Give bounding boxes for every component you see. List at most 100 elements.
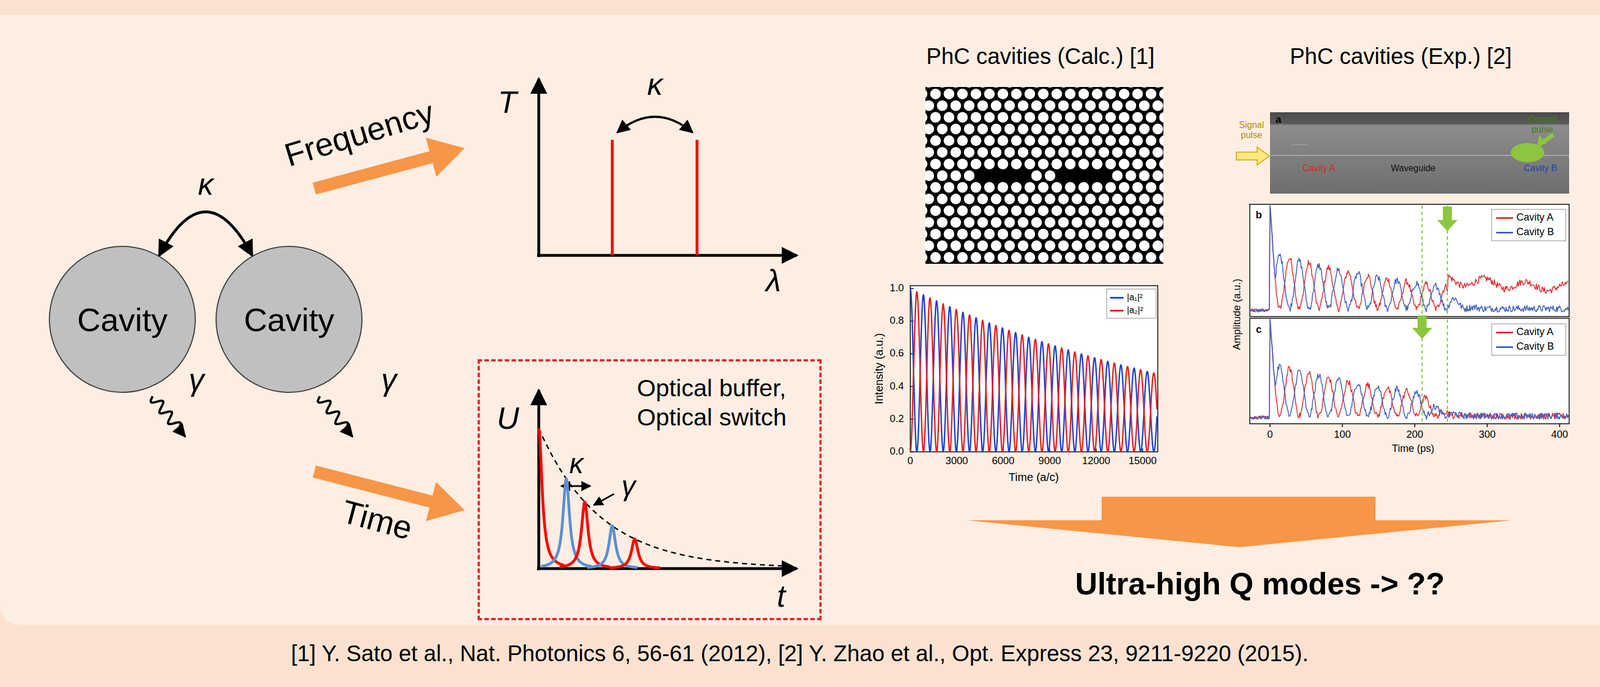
air-hole (950, 147, 962, 158)
air-hole (957, 88, 969, 100)
tick-label: 9000 (1038, 455, 1061, 467)
waveguide-tag: Waveguide (1390, 163, 1436, 174)
air-hole (1119, 135, 1130, 146)
signal-label: Signal pulse (1235, 120, 1268, 140)
legend-frame (1491, 323, 1566, 356)
air-hole (1112, 123, 1123, 135)
air-hole (1085, 240, 1097, 251)
tick-label: 200 (1406, 429, 1424, 441)
air-hole (1065, 158, 1076, 170)
air-hole (1105, 88, 1117, 100)
legend-swatch (1496, 231, 1514, 234)
decay-wiggle (317, 396, 353, 437)
legend-swatch (1110, 296, 1124, 299)
cavity-circle: Cavity (215, 245, 363, 393)
air-hole (925, 112, 928, 123)
control-spot (1510, 143, 1545, 163)
air-hole (943, 181, 955, 193)
air-hole (1159, 228, 1164, 240)
air-hole (1071, 123, 1083, 135)
air-hole (1058, 100, 1070, 112)
air-hole (1098, 217, 1110, 228)
air-hole (957, 251, 969, 263)
air-hole (1145, 112, 1157, 123)
air-hole (1031, 86, 1043, 88)
air-hole (925, 86, 935, 88)
air-hole (1085, 217, 1097, 228)
air-hole (1112, 147, 1123, 158)
air-hole (937, 123, 948, 135)
pulse-peak (559, 501, 611, 567)
legend-swatch (1496, 346, 1514, 348)
trace (1249, 205, 1569, 313)
air-hole (1038, 181, 1049, 193)
marker-line (1446, 319, 1448, 423)
air-hole (1105, 228, 1117, 240)
air-hole (1152, 263, 1164, 265)
air-hole (1092, 158, 1103, 170)
axis (537, 390, 541, 571)
air-hole (1105, 158, 1117, 170)
panel-letter: b (1255, 209, 1263, 222)
air-hole (977, 240, 989, 251)
air-hole (970, 112, 982, 123)
air-hole (1132, 228, 1144, 240)
air-hole (925, 88, 928, 100)
air-hole (1119, 181, 1130, 193)
air-hole (925, 100, 935, 112)
air-hole (943, 88, 955, 100)
air-hole (1119, 251, 1130, 263)
air-hole (1011, 88, 1022, 100)
air-hole (1132, 88, 1144, 100)
air-hole (1159, 251, 1164, 263)
air-hole (1132, 181, 1144, 193)
air-hole (1152, 147, 1164, 158)
air-hole (1112, 217, 1123, 228)
air-hole (925, 228, 928, 240)
air-hole (970, 228, 982, 240)
symbol: κ (569, 448, 584, 480)
air-hole (930, 88, 942, 100)
legend-frame (1491, 209, 1566, 241)
air-hole (991, 123, 1002, 135)
decay-wiggle (150, 396, 186, 437)
air-hole (984, 112, 996, 123)
axis-label: U (496, 401, 520, 436)
air-hole (1011, 135, 1022, 146)
function-box: Optical buffer, Optical switch (477, 359, 822, 621)
air-hole (937, 100, 948, 112)
air-hole (1119, 228, 1130, 240)
air-hole (1132, 205, 1144, 217)
air-hole (977, 86, 989, 88)
air-hole (964, 263, 975, 265)
air-hole (991, 147, 1002, 158)
air-hole (925, 170, 935, 182)
axis (537, 78, 541, 258)
sem-image (1270, 112, 1570, 194)
air-hole (1125, 147, 1137, 158)
air-hole (1132, 112, 1144, 123)
air-hole (1125, 263, 1137, 265)
air-hole (1011, 251, 1022, 263)
air-hole (997, 205, 1009, 217)
pulse-peak (541, 478, 592, 567)
air-hole (1044, 263, 1056, 265)
tick-label: 0.8 (889, 315, 904, 327)
air-hole (1145, 88, 1157, 100)
air-hole (1018, 217, 1029, 228)
legend-text: |a₂|² (1126, 305, 1144, 316)
air-hole (1159, 112, 1164, 123)
air-hole (1152, 100, 1164, 112)
air-hole (943, 228, 955, 240)
air-hole (1098, 240, 1110, 251)
air-hole (1058, 123, 1070, 135)
air-hole (1078, 251, 1090, 263)
air-hole (1004, 217, 1016, 228)
panel-letter: a (1275, 114, 1282, 126)
air-hole (1078, 112, 1090, 123)
air-hole (1024, 205, 1036, 217)
splitting-arrow (617, 116, 693, 133)
air-hole (964, 170, 975, 182)
